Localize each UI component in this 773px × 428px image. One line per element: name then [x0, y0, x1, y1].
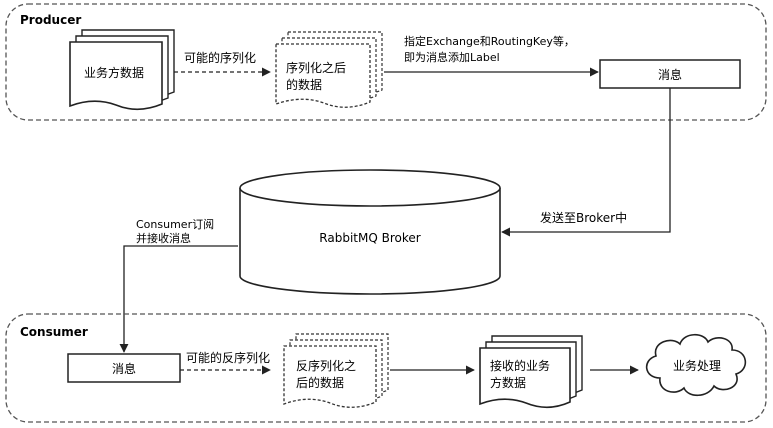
consumer-message-box	[67, 353, 181, 383]
producer-message-box	[599, 59, 741, 89]
producer-section	[5, 3, 767, 121]
deserialized-data-document: 反序列化之 后的数据	[283, 333, 389, 408]
subscribe-label-line2: 并接收消息	[136, 231, 191, 245]
rabbitmq-broker-cylinder: RabbitMQ Broker	[239, 169, 501, 295]
serialized-data-label-line2: 的数据	[286, 77, 322, 92]
serialize-step-label: 可能的序列化	[184, 50, 256, 65]
deserialize-step-label: 可能的反序列化	[186, 350, 270, 365]
serialized-data-document: 序列化之后 的数据	[275, 31, 383, 108]
label-note-line1: 指定Exchange和RoutingKey等，	[404, 34, 575, 48]
received-data-label-line1: 接收的业务	[490, 358, 550, 373]
subscribe-arrow	[119, 245, 238, 353]
send-to-broker-label: 发送至Broker中	[540, 210, 627, 225]
subscribe-label-line1: Consumer订阅	[136, 218, 214, 231]
deserialized-data-label-line1: 反序列化之	[296, 358, 356, 373]
label-note-line2: 即为消息添加Label	[404, 50, 500, 64]
deserialized-data-label-line2: 后的数据	[296, 375, 344, 390]
business-processing-cloud: 业务处理	[645, 333, 747, 397]
producer-message-label: 消息	[658, 67, 682, 82]
received-data-label-line2: 方数据	[490, 375, 526, 390]
producer-section-label: Producer	[20, 13, 81, 27]
business-data-document: 业务方数据	[69, 29, 175, 111]
consumer-message-label: 消息	[112, 361, 136, 376]
business-processing-label: 业务处理	[673, 358, 721, 373]
serialized-data-label-line1: 序列化之后	[286, 60, 346, 75]
broker-name-label: RabbitMQ Broker	[319, 231, 420, 245]
received-data-document: 接收的业务 方数据	[479, 335, 583, 409]
send-to-broker-arrow	[501, 88, 671, 237]
consumer-section-label: Consumer	[20, 325, 88, 339]
business-data-label: 业务方数据	[84, 65, 144, 80]
